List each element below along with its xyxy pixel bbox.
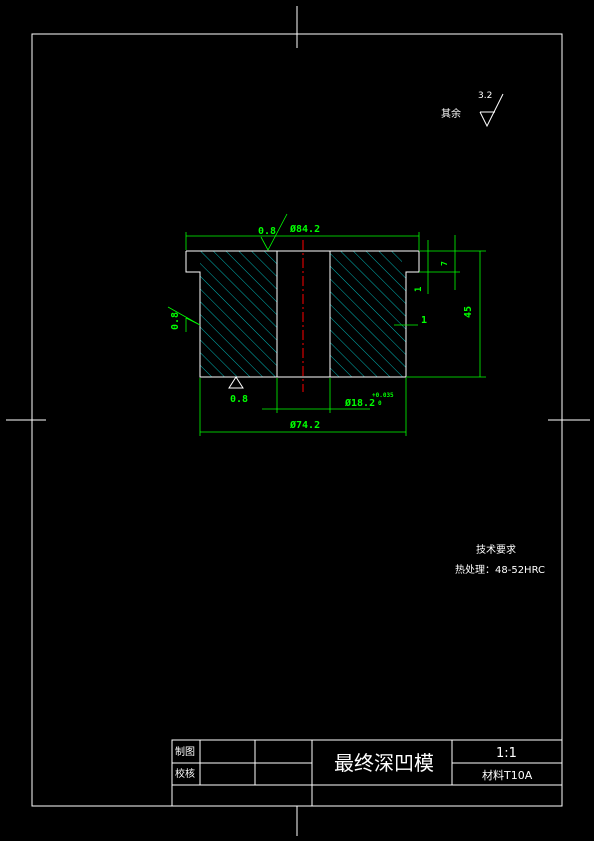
tech-title: 技术要求 <box>476 543 516 556</box>
top-dia-label: Ø84.2 <box>289 223 320 235</box>
rest-surface-note: 其余 3.2 <box>441 91 504 128</box>
bore-dia-label: Ø18.2 <box>344 397 375 409</box>
top-finish-label: 0.8 <box>258 226 276 237</box>
roughness-symbol-icon <box>260 213 288 251</box>
small-dim-1: 1 <box>414 287 424 292</box>
left-finish-label: 0.8 <box>170 312 181 330</box>
scale-value: 1:1 <box>496 746 517 761</box>
roughness-symbol-icon <box>479 93 504 128</box>
height-label: 45 <box>463 306 474 318</box>
bottom-finish-label: 0.8 <box>230 394 248 405</box>
checked-label: 校核 <box>175 767 195 780</box>
roughness-symbol-icon <box>228 376 244 389</box>
dimensions: Ø84.2 0.8 0.8 0.8 Ø18.2 +0.035 0 Ø74.2 4… <box>167 213 486 436</box>
roughness-symbol-icon <box>167 306 201 326</box>
rest-label: 其余 <box>441 107 461 120</box>
rest-value: 3.2 <box>478 91 492 101</box>
part-section <box>185 240 420 392</box>
title-block: 制图 校核 最终深凹模 1:1 材料T10A <box>171 739 563 807</box>
bore-tol-lower: 0 <box>378 400 382 407</box>
tech-requirements: 技术要求 热处理：48-52HRC <box>455 543 545 576</box>
part-name: 最终深凹模 <box>334 751 434 775</box>
small-dim-2: 1 <box>421 315 427 326</box>
material-value: 材料T10A <box>482 768 533 782</box>
heat-treatment: 热处理：48-52HRC <box>455 563 545 576</box>
bottom-dia-label: Ø74.2 <box>289 419 320 431</box>
bore-tol-upper: +0.035 <box>372 392 394 399</box>
step-label: 7 <box>440 261 449 266</box>
drawn-label: 制图 <box>175 745 195 758</box>
